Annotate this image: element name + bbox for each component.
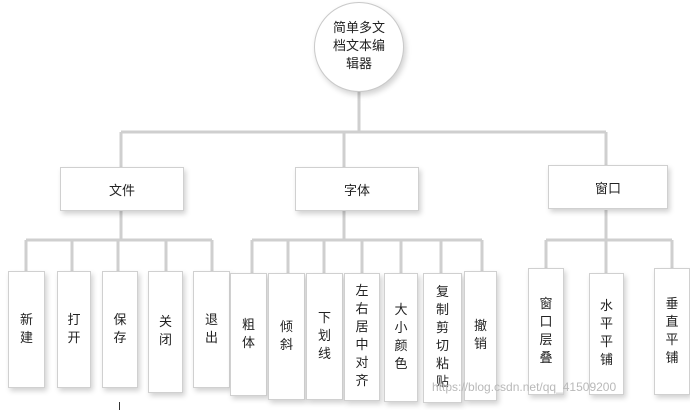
leaf-italic: 倾斜 <box>268 273 305 400</box>
leaf-underline-label: 下划线 <box>317 310 331 362</box>
leaf-undo-label: 撤销 <box>473 319 487 352</box>
node-font: 字体 <box>295 167 419 211</box>
leaf-bold-label: 粗体 <box>241 317 255 351</box>
leaf-center-align: 左右居中对齐 <box>344 273 380 401</box>
node-file: 文件 <box>60 167 184 211</box>
node-window-label: 窗口 <box>594 181 621 197</box>
node-font-label: 字体 <box>343 183 370 199</box>
leaf-close-label: 关闭 <box>158 315 172 348</box>
leaf-cascade-label: 窗口层叠 <box>539 296 553 366</box>
leaf-open-label: 打开 <box>67 312 81 346</box>
leaf-exit: 退出 <box>193 271 230 388</box>
leaf-close: 关闭 <box>148 271 183 393</box>
leaf-save-label: 保存 <box>113 312 127 346</box>
leaf-tile-horizontal: 水平平铺 <box>589 273 624 395</box>
leaf-copy-cut-paste: 复制剪切粘贴 <box>423 273 462 403</box>
root-label: 简单多文档文本编辑器 <box>332 21 385 72</box>
leaf-center-align-label: 左右居中对齐 <box>355 284 369 389</box>
leaf-tile-vertical: 垂直平铺 <box>654 268 690 395</box>
leaf-undo: 撤销 <box>464 271 497 401</box>
leaf-new-label: 新建 <box>19 312 33 346</box>
cursor-mark <box>119 402 120 410</box>
leaf-tile-horizontal-label: 水平平铺 <box>599 299 613 368</box>
node-window: 窗口 <box>548 165 668 209</box>
leaf-tile-vertical-label: 垂直平铺 <box>665 296 679 366</box>
leaf-copy-cut-paste-label: 复制剪切粘贴 <box>435 285 449 390</box>
leaf-open: 打开 <box>57 271 91 388</box>
watermark: https://blog.csdn.net/qq_41509200 <box>432 380 617 394</box>
root-node: 简单多文档文本编辑器 <box>314 2 404 92</box>
leaf-exit-label: 退出 <box>204 312 218 346</box>
leaf-bold: 粗体 <box>230 273 267 396</box>
leaf-save: 保存 <box>102 271 138 388</box>
leaf-size-color: 大小颜色 <box>384 273 418 402</box>
node-file-label: 文件 <box>108 183 135 199</box>
leaf-cascade: 窗口层叠 <box>528 268 564 395</box>
leaf-new: 新建 <box>8 271 45 388</box>
leaf-underline: 下划线 <box>306 273 343 400</box>
leaf-size-color-label: 大小颜色 <box>394 302 408 372</box>
leaf-italic-label: 倾斜 <box>279 319 293 353</box>
